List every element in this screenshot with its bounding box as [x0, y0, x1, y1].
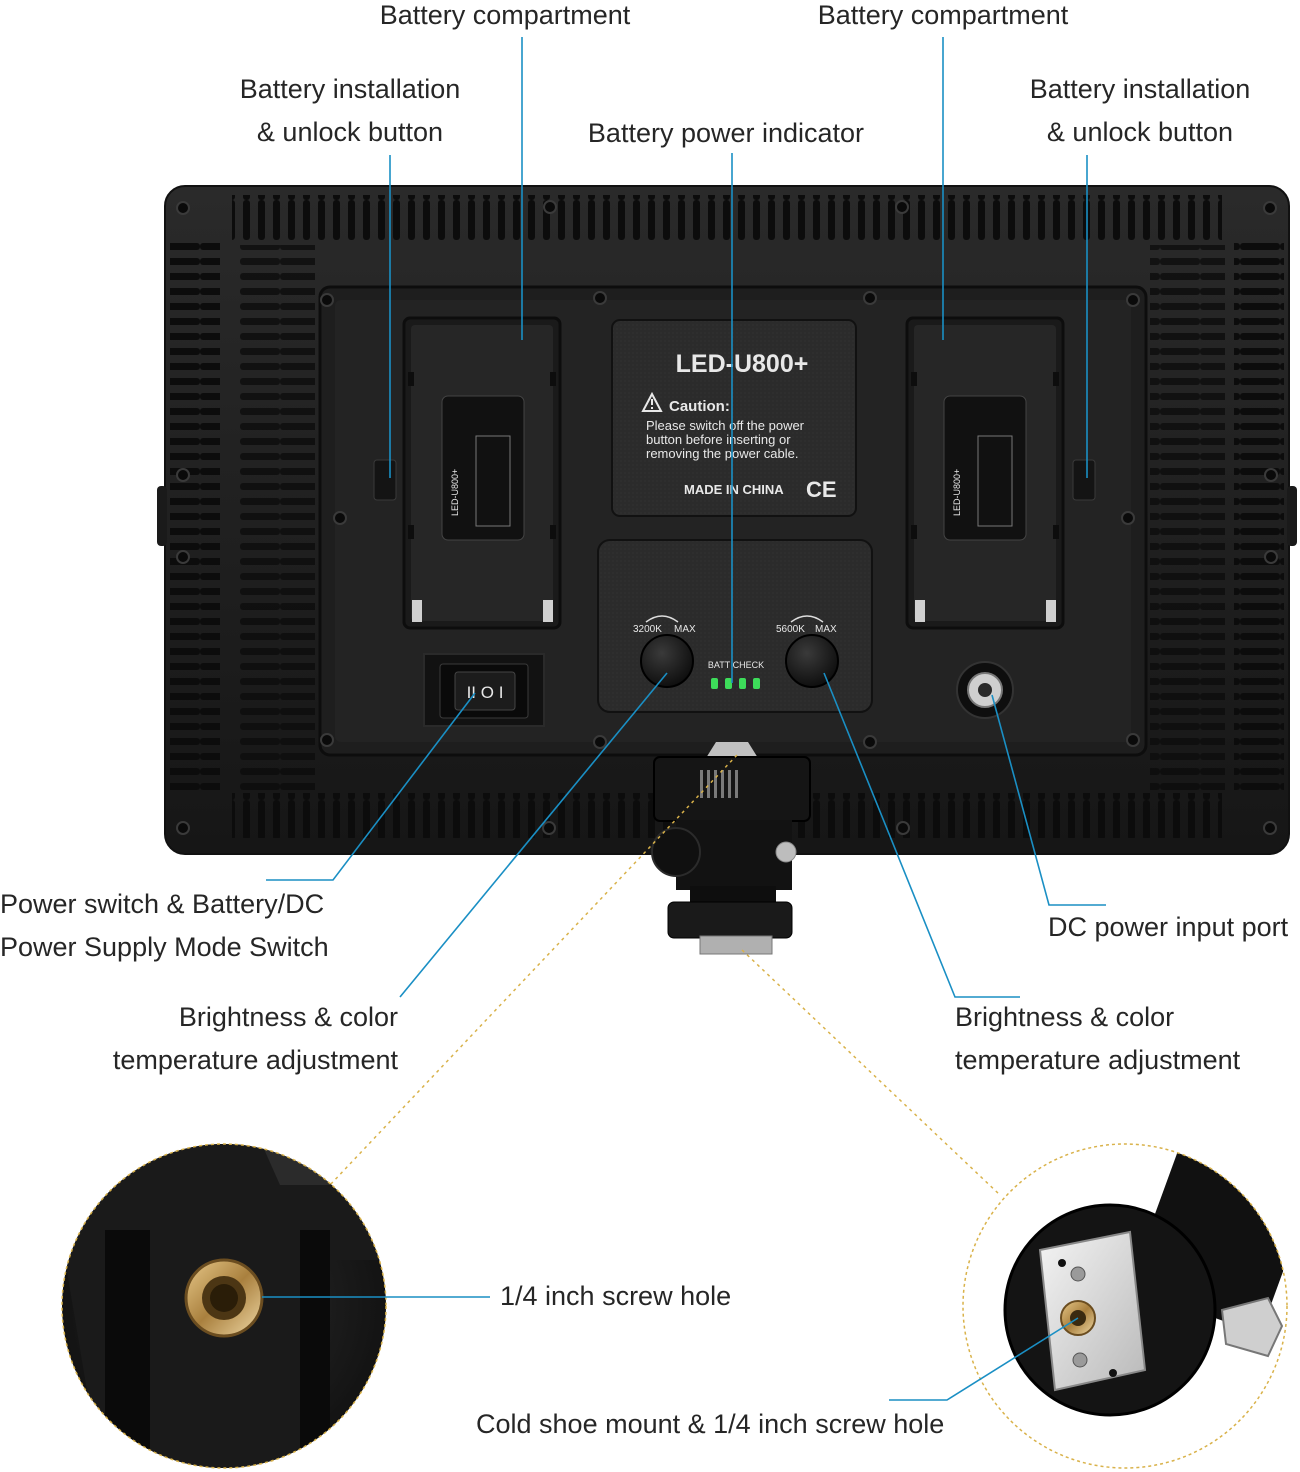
ce-mark: CE [806, 477, 837, 502]
svg-text:LED-U800+: LED-U800+ [450, 469, 460, 516]
label-brightness-right-line2: temperature adjustment [955, 1045, 1241, 1075]
svg-text:LED-U800+: LED-U800+ [952, 469, 962, 516]
battery-unlock-button-left[interactable] [373, 459, 397, 501]
battery-spec-label-right: LED-U800+ [943, 395, 1027, 541]
label-power-switch-line1: Power switch & Battery/DC [0, 889, 325, 919]
svg-text:3200K: 3200K [633, 624, 662, 635]
brightness-knob-left[interactable] [640, 634, 694, 688]
svg-text:5600K: 5600K [776, 624, 805, 635]
warning-icon [641, 391, 663, 412]
control-panel: 3200K MAX 5600K MAX BATT CHECK [597, 539, 873, 713]
battery-compartment-left[interactable]: LED-U800+ [402, 316, 562, 630]
label-battery-compartment-right: Battery compartment [817, 0, 1069, 30]
top-cooling-fins [232, 195, 1222, 240]
battery-led-4 [753, 678, 760, 689]
svg-text:BATT CHECK: BATT CHECK [708, 660, 764, 670]
label-battery-install-right-line2: & unlock button [1046, 117, 1234, 147]
label-battery-install-left-line2: & unlock button [256, 117, 444, 147]
battery-led-3 [739, 678, 746, 689]
label-screw-hole: 1/4 inch screw hole [500, 1281, 732, 1311]
cold-shoe-mount [651, 742, 811, 955]
svg-text:MADE IN CHINA: MADE IN CHINA [684, 482, 784, 497]
model-name: LED-U800+ [676, 350, 809, 378]
brightness-knob-right[interactable] [785, 634, 839, 688]
label-dc-power-input: DC power input port [1048, 912, 1289, 942]
label-brightness-left-line1: Brightness & color [178, 1002, 398, 1032]
label-brightness-right-line1: Brightness & color [955, 1002, 1175, 1032]
zoom-screw-hole [61, 1143, 387, 1469]
dc-power-input-port[interactable] [956, 661, 1014, 719]
svg-text:removing the power cable.: removing the power cable. [646, 446, 798, 461]
zoom-cold-shoe [962, 1143, 1288, 1469]
right-cooling-fins [1234, 240, 1284, 795]
svg-text:Caution:: Caution: [669, 398, 730, 415]
label-brightness-left-line2: temperature adjustment [112, 1045, 398, 1075]
svg-text:II O I: II O I [467, 683, 504, 702]
left-cooling-fins [170, 240, 220, 795]
battery-led-2 [725, 678, 732, 689]
svg-text:MAX: MAX [674, 624, 696, 635]
label-cold-shoe: Cold shoe mount & 1/4 inch screw hole [476, 1409, 945, 1439]
label-battery-power-indicator: Battery power indicator [587, 118, 865, 148]
battery-compartment-right[interactable]: LED-U800+ [905, 316, 1065, 630]
battery-spec-label-left: LED-U800+ [441, 395, 525, 541]
callout-lines [262, 37, 1106, 1401]
battery-power-indicator [711, 678, 760, 689]
svg-text:MAX: MAX [815, 624, 837, 635]
power-switch[interactable]: II O I [423, 653, 545, 727]
zoom-connector-lines [329, 754, 1001, 1196]
label-battery-compartment-left: Battery compartment [379, 0, 631, 30]
caution-label: LED-U800+ Caution: Please switch off the… [611, 319, 857, 517]
svg-text:button before inserting or: button before inserting or [646, 432, 791, 447]
corner-screws [176, 200, 1278, 835]
battery-led-1 [711, 678, 718, 689]
svg-text:Please switch off the power: Please switch off the power [646, 418, 805, 433]
label-battery-install-right-line1: Battery installation [1029, 74, 1251, 104]
label-power-switch-line2: Power Supply Mode Switch [0, 932, 329, 962]
battery-unlock-button-right[interactable] [1072, 459, 1096, 501]
label-battery-install-left-line1: Battery installation [239, 74, 461, 104]
